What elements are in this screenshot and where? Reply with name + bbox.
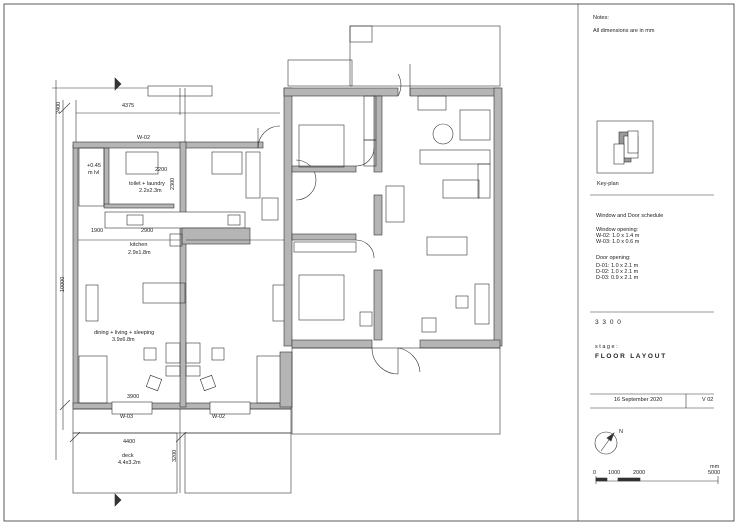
width-code: 3 3 0 0	[595, 319, 622, 326]
window-tag: W-03	[120, 414, 134, 420]
room-label-kitchen-size: 2.9x1.8m	[128, 250, 151, 256]
window-tag: W-02	[137, 135, 151, 141]
room-label-living: dining + living + sleeping	[94, 330, 155, 336]
north-label: N	[619, 429, 623, 435]
room-label-toilet-size: 2.2x2.3m	[139, 188, 162, 194]
dim-living-w: 3900	[127, 394, 140, 400]
left-unit-wall-left	[72, 144, 79, 408]
scale-tick: 2000	[633, 470, 646, 476]
room-label-living-size: 3.9x6.8m	[112, 337, 135, 343]
scale-tick: 5000	[708, 470, 721, 476]
dim-left-height: 10000	[60, 276, 66, 292]
room-label-kitchen: kitchen	[130, 242, 148, 248]
keyplan-label: Key-plan	[597, 181, 619, 187]
window-spec: W-03: 1.0 x 0.6 m	[596, 239, 640, 245]
drawing-version: V 02	[702, 397, 714, 403]
dim-toilet-h: 2300	[170, 177, 176, 190]
door-spec: D-03: 0.9 x 2.1 m	[596, 275, 639, 281]
notes-text: All dimensions are in mm	[593, 28, 655, 34]
stage-label: s t a g e :	[595, 344, 618, 350]
level-label: +0.45	[87, 163, 101, 169]
dim-top-height: 2400	[56, 101, 62, 114]
dim-kitchen-left: 1900	[91, 228, 104, 234]
window-tag: W-02	[212, 414, 226, 420]
room-label-toilet: toilet + laundry	[129, 181, 165, 187]
dim-kitchen-w: 2900	[141, 228, 154, 234]
notes-title: Notes:	[593, 15, 609, 21]
scale-unit: mm	[710, 464, 720, 470]
left-unit-plan	[52, 77, 317, 507]
key-plan-frame	[596, 120, 654, 174]
room-label-deck-size: 4.4x3.2m	[118, 460, 141, 466]
right-unit-plan	[279, 25, 503, 435]
scale-tick: 0	[593, 470, 597, 476]
schedule-title: Window and Door schedule	[596, 213, 664, 219]
north-arrow-icon	[594, 431, 618, 455]
door-spec: D-01: 1.0 x 2.1 m	[596, 263, 639, 269]
dim-toilet-w: 2200	[155, 167, 168, 173]
window-spec: W-02: 1.0 x 1.4 m	[596, 233, 640, 239]
dim-deck-w: 4400	[123, 439, 136, 445]
door-spec: D-02: 1.0 x 2.1 m	[596, 269, 639, 275]
dim-deck-h: 3200	[172, 449, 178, 462]
door-heading: Door opening:	[596, 255, 631, 261]
drawing-date: 16 September 2020	[614, 397, 663, 403]
drawing-title: F L O O R L A Y O U T	[595, 353, 666, 360]
dim-top-width: 4375	[122, 103, 135, 109]
scale-tick: 1000	[608, 470, 621, 476]
room-label-deck: deck	[122, 453, 134, 459]
window-heading: Window opening:	[596, 227, 639, 233]
level-label: m lvl	[88, 170, 100, 176]
scale-bar	[595, 476, 719, 484]
title-block	[577, 4, 719, 521]
